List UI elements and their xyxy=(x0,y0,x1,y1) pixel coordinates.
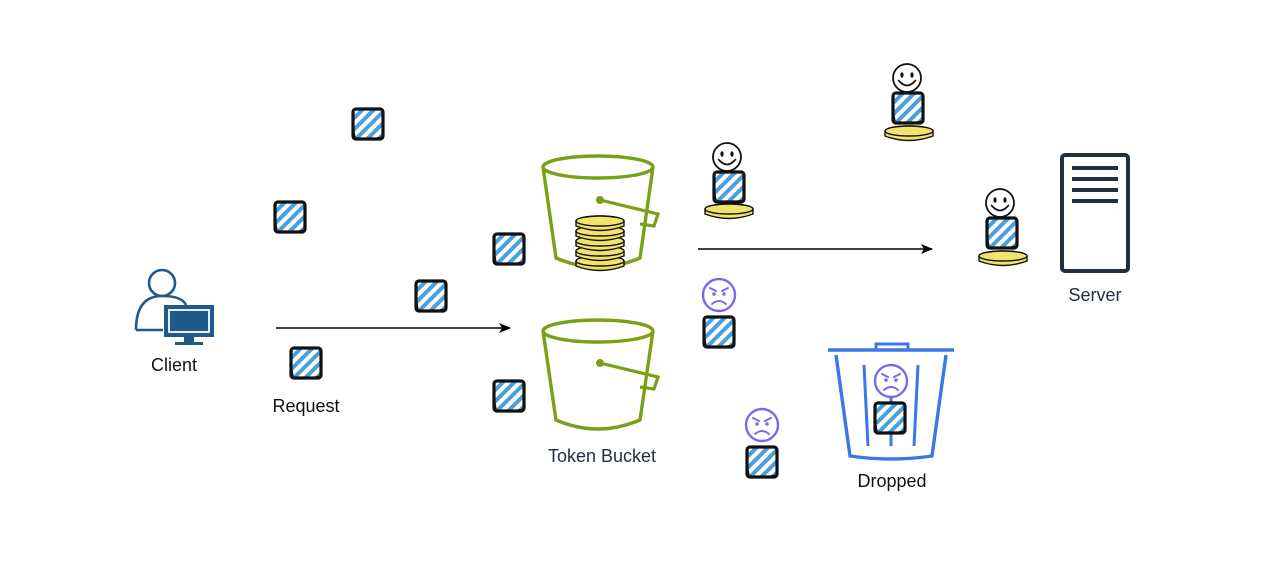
accepted-request xyxy=(978,188,1028,267)
bucket-label: Token Bucket xyxy=(547,446,657,466)
client-label: Client xyxy=(150,355,198,375)
request-block-icon xyxy=(273,200,307,234)
request-block-icon xyxy=(414,279,448,313)
server-icon xyxy=(1060,153,1130,273)
server-label: Server xyxy=(1068,285,1122,305)
bucket-icon-bottom xyxy=(541,318,661,431)
trash-can-icon xyxy=(828,342,954,461)
request-label: Request xyxy=(272,396,340,416)
request-block-icon xyxy=(492,379,526,413)
rejected-request xyxy=(701,277,737,349)
accepted-request xyxy=(704,142,754,220)
coin-stack-icon xyxy=(575,215,625,272)
dropped-label: Dropped xyxy=(857,471,927,491)
accepted-request xyxy=(884,63,934,142)
request-block-icon xyxy=(289,346,323,380)
rejected-request xyxy=(744,407,780,479)
bucket-icon-top xyxy=(541,154,661,272)
client-icon xyxy=(134,268,214,345)
request-block-icon xyxy=(351,107,385,141)
request-block-icon xyxy=(492,232,526,266)
